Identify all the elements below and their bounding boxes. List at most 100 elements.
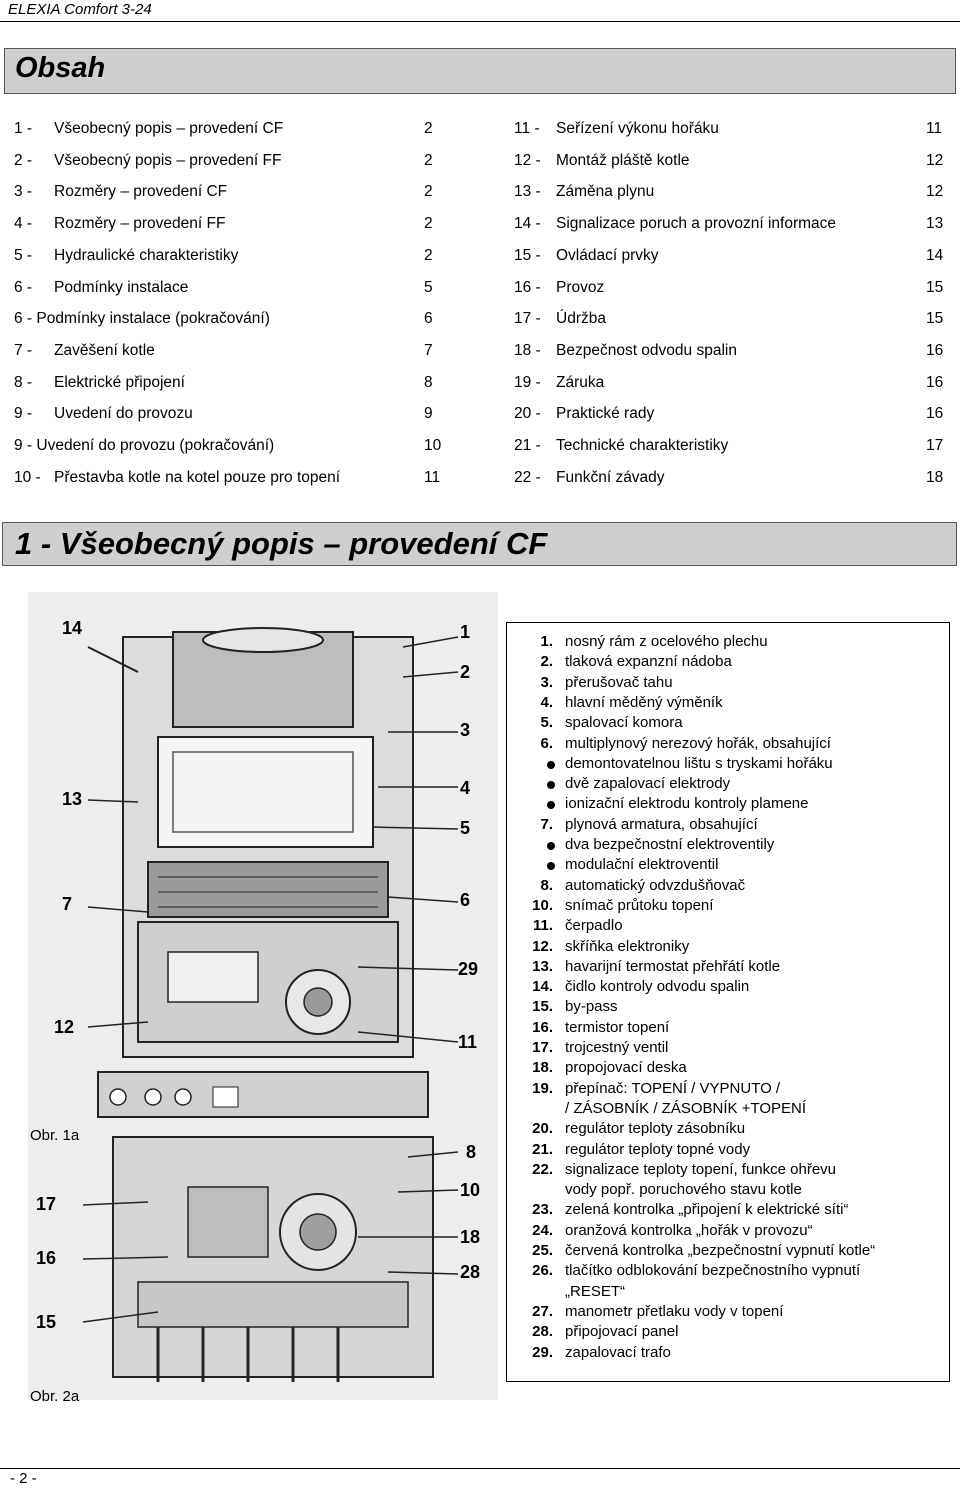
toc-entry: 6 - Podmínky instalace (pokračování)6 [14,310,454,332]
section-title: 1 - Všeobecný popis – provedení CF [15,526,548,561]
toc-page-number: 12 [926,151,944,169]
section-heading-box: 1 - Všeobecný popis – provedení CF [2,522,957,566]
legend-text: trojcestný ventil [565,1039,669,1056]
legend-text: tlačítko odblokování bezpečnostního vypn… [565,1262,861,1280]
toc-page-number: 2 [424,246,433,264]
figure-caption: Obr. 1a [30,1127,80,1144]
callout-label: 2 [460,662,471,682]
toc-number: 22 - [514,468,541,486]
toc-number: 14 - [514,215,541,233]
callout-label: 28 [460,1262,481,1282]
toc-text: Všeobecný popis – provedení FF [54,151,282,169]
toc-page-number: 15 [926,310,944,328]
legend-number: 12. [532,937,553,955]
toc-page-number: 9 [424,405,433,423]
callout-label: 6 [460,890,471,910]
toc-page-number: 2 [424,120,433,137]
toc-entry: 17 - Údržba 15 [514,310,956,332]
toc-number: 11 - [514,120,540,137]
toc-text: Signalizace poruch a provozní informace [556,215,837,233]
legend-text: dva bezpečnostní elektroventily [565,836,775,853]
legend-text: skříňka elektroniky [565,937,690,955]
toc-number: 15 - [514,246,541,264]
toc-number: 13 - [514,183,541,201]
toc-page-number: 10 [424,437,442,454]
legend-number: 5. [540,714,553,732]
toc-page-number: 18 [926,468,944,486]
toc-page-number: 2 [424,183,433,201]
legend-number: 4. [540,693,553,711]
toc-page-number: 16 [926,373,944,391]
legend-text: připojovací panel [565,1323,679,1341]
legend-number: 15. [532,998,553,1016]
toc-number: 9 - [14,405,33,423]
contents-heading-box: Obsah [4,48,956,94]
legend-text: modulační elektroventil [565,856,719,874]
bullet-icon [547,842,555,850]
toc-text: Technické charakteristiky [556,437,729,454]
callout-label: 13 [62,789,83,809]
toc-text: Montáž pláště kotle [556,151,690,169]
legend-number: 10. [532,896,553,914]
legend-text: zapalovací trafo [565,1343,671,1361]
legend-text: automatický odvzdušňovač [565,876,746,894]
toc-text: Údržba [556,310,606,328]
legend-text: multiplynový nerezový hořák, obsahující [565,734,831,752]
toc-text: Ovládací prvky [556,246,659,264]
toc-number: 7 - [14,341,33,359]
legend-number: 13. [532,957,553,975]
legend-text: nosný rám z ocelového plechu [565,633,768,650]
toc-number: 8 - [14,373,33,391]
callout-label: 15 [36,1312,57,1332]
toc-number: 1 - [14,120,33,137]
legend-text: havarijní termostat přehřátí kotle [565,957,781,975]
callout-label: 7 [62,894,73,914]
toc-number: 17 - [514,310,541,328]
callout-label: 1 [460,622,471,642]
legend-number: 7. [540,815,553,833]
toc-text: Přestavba kotle na kotel pouze pro topen… [54,468,341,486]
legend-number: 17. [532,1039,553,1056]
toc-page-number: 16 [926,405,944,423]
toc-text: Záruka [556,373,605,391]
toc-page-number: 15 [926,278,944,296]
bullet-icon [547,781,555,790]
callout-label: 5 [460,818,471,838]
bullet-icon [547,862,555,871]
toc-text: Zavěšení kotle [54,341,155,359]
toc-text: Všeobecný popis – provedení CF [54,120,284,137]
toc-page-number: 6 [424,310,433,328]
toc-number: 6 - [14,278,33,296]
toc-text: Provoz [556,278,605,296]
toc-number: 3 - [14,183,33,201]
legend-number: 20. [532,1120,553,1138]
legend-text: plynová armatura, obsahující [565,815,758,833]
legend-text: přepínač: TOPENÍ / VYPNUTO / [565,1079,781,1097]
toc-number: 10 - [14,468,41,486]
toc-entry: 14 - Signalizace poruch a provozní inform… [514,215,956,237]
legend-number: 27. [532,1302,553,1320]
callout-label: 3 [460,720,471,740]
toc-text: Záměna plynu [556,183,655,201]
toc-entry: 1 - Všeobecný popis – provedení CF 2 [14,120,454,142]
legend-number: 16. [532,1018,553,1036]
legend-number: 1. [540,633,553,650]
legend-text: manometr přetlaku vody v topení [565,1302,784,1320]
callout-label: 16 [36,1248,57,1268]
toc-text: Bezpečnost odvodu spalin [556,341,737,359]
figure-caption-b: Obr. 2a [30,1388,80,1405]
legend-text: vody popř. poruchového stavu kotle [565,1181,802,1199]
legend-number: 23. [532,1201,553,1219]
legend-text: zelená kontrolka „připojení k elektrické… [565,1201,849,1219]
legend-text: spalovací komora [565,714,683,732]
